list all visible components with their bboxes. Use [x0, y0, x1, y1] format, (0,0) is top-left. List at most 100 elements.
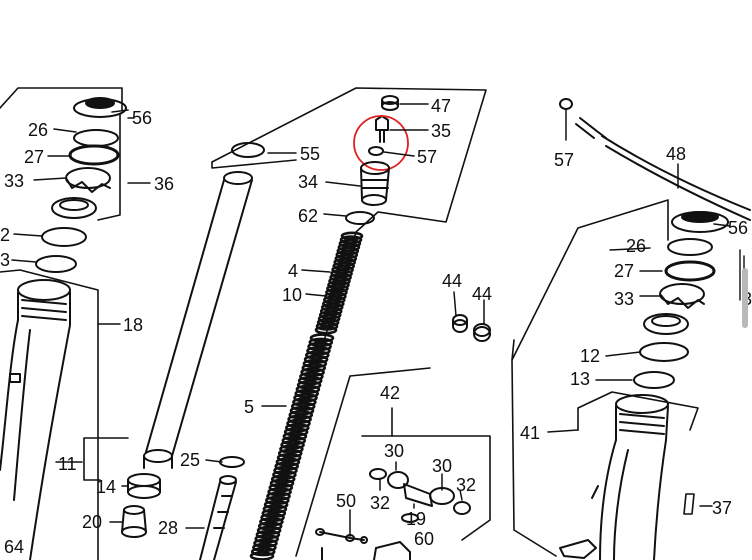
callout-30-b: 30 — [432, 456, 453, 476]
callout-33-right: 33 — [614, 289, 635, 309]
callout-55: 55 — [300, 144, 321, 164]
callout-33-left: 33 — [4, 171, 25, 191]
spring-coil — [254, 534, 280, 544]
spring-coil — [314, 325, 338, 335]
callout-4: 4 — [288, 261, 299, 281]
spring-coil — [299, 371, 324, 382]
callout-5: 5 — [244, 397, 255, 417]
callout-37: 37 — [712, 498, 733, 518]
spring-coil — [309, 333, 335, 343]
callout-34: 34 — [298, 172, 319, 192]
bracket-11 — [83, 437, 129, 481]
spring-coil — [261, 508, 287, 518]
part-37 — [683, 493, 695, 515]
callout-13: 13 — [570, 369, 591, 389]
spring-coil — [280, 440, 305, 450]
valve-35 — [375, 115, 389, 143]
spring-coil — [290, 401, 316, 412]
callout-14: 14 — [96, 477, 117, 497]
spring-coil — [287, 414, 312, 424]
right-outer-tube — [559, 394, 669, 560]
spring-coil — [293, 393, 318, 403]
spring-coil — [264, 495, 290, 506]
callout-32-a: 32 — [370, 493, 391, 513]
right-group-box — [511, 199, 669, 361]
callout-27-right: 27 — [614, 261, 635, 281]
callout-56-left: 56 — [132, 108, 153, 128]
callout-28: 28 — [158, 518, 179, 538]
scrollbar[interactable] — [742, 268, 748, 328]
spring-coil — [270, 474, 296, 484]
callout-32-b: 32 — [456, 475, 477, 495]
spring-coil — [275, 457, 301, 467]
damper-parts-box — [361, 435, 491, 541]
brake-hose-48 — [575, 117, 751, 221]
center-group-box-left — [211, 159, 297, 169]
spring-coil — [286, 418, 311, 429]
callout-36: 36 — [154, 174, 175, 194]
spring-coil — [283, 427, 309, 437]
bracket-41 — [547, 429, 579, 433]
callout-57-center: 57 — [417, 147, 438, 167]
spring-upper — [314, 231, 364, 335]
spring-coil — [315, 321, 339, 331]
callout-26-right: 26 — [626, 236, 647, 256]
spring-coil — [252, 542, 277, 553]
ring-55 — [231, 142, 265, 158]
spring-coil — [304, 350, 330, 360]
callout-25: 25 — [180, 450, 201, 470]
callout-47: 47 — [431, 96, 452, 116]
spring-coil — [274, 461, 300, 471]
spring-coil — [281, 435, 307, 446]
spring-coil — [259, 517, 284, 527]
spring-coil — [306, 346, 331, 356]
callout-50: 50 — [336, 491, 357, 511]
spring-coil — [282, 431, 308, 441]
spring-lower — [249, 333, 335, 560]
callout-27-left: 27 — [24, 147, 45, 167]
highlight-circle — [353, 115, 409, 171]
lower-center-box — [295, 367, 431, 557]
spring-coil — [266, 491, 291, 501]
spring-coil — [292, 397, 317, 407]
damper-rod — [199, 456, 245, 560]
spring-coil — [277, 448, 303, 459]
oil-lock-piece — [121, 505, 147, 538]
callout-64: 64 — [4, 537, 25, 557]
washer-57-right — [559, 98, 573, 110]
right-group-bracket — [511, 359, 557, 557]
callout-20: 20 — [82, 512, 103, 532]
callout-10: 10 — [282, 285, 303, 305]
spring-coil — [296, 380, 322, 390]
spring-coil — [267, 487, 292, 497]
right-outer-tube-box — [577, 391, 699, 431]
spring-coil — [289, 406, 315, 416]
spring-coil — [301, 363, 327, 373]
callout-19: 19 — [406, 509, 427, 529]
spring-coil — [303, 354, 329, 365]
bush-44a — [452, 314, 468, 333]
spring-coil — [260, 512, 285, 523]
fork-bolt-34 — [360, 161, 390, 206]
spring-coil — [284, 423, 310, 433]
spring-coil — [288, 410, 314, 420]
callout-42: 42 — [380, 383, 401, 403]
spring-coil — [272, 470, 297, 480]
callout-18: 18 — [123, 315, 144, 335]
spring-coil — [253, 538, 278, 548]
spring-coil — [257, 521, 283, 531]
spring-coil — [268, 482, 294, 493]
spring-coil — [262, 504, 288, 514]
callout-11: 11 — [58, 454, 77, 474]
oring-57-center — [368, 146, 384, 156]
left-outer-tube — [0, 279, 71, 560]
spring-coil — [297, 376, 323, 386]
inner-tube — [143, 171, 253, 469]
callout-2: 2 — [0, 225, 11, 245]
callout-35: 35 — [431, 121, 452, 141]
callout-3: 3 — [0, 250, 11, 270]
callout-62: 62 — [298, 206, 319, 226]
callout-44-a: 44 — [442, 271, 463, 291]
left-outer-tube-box — [0, 269, 99, 560]
leader-lines — [11, 103, 731, 537]
